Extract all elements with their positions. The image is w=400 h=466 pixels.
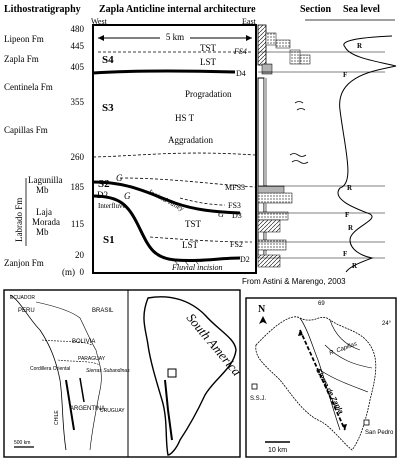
tract-lst-mid: LST	[182, 240, 199, 250]
map-paraguay: PARAGUAY	[78, 356, 106, 362]
depth-tick-480: 480	[71, 24, 85, 34]
sequence-s4: S4	[102, 54, 114, 66]
map-sierras: Sierras Subandinas	[86, 368, 130, 374]
formation-capillas: Capillas Fm	[4, 125, 48, 135]
depth-tick-115: 115	[71, 219, 85, 229]
map-brazil: BRASIL	[92, 308, 114, 314]
surface-fs4: FS4	[233, 47, 247, 56]
surface-d2-line	[92, 194, 241, 263]
map-town-right: San Pedro	[365, 430, 394, 436]
sea-level-f2: F	[345, 211, 349, 219]
local-map: N 69 24° R. Capillas Sierra de Zapla S.S…	[250, 301, 394, 454]
depth-unit: (m)	[62, 267, 75, 277]
surface-d4-line	[92, 69, 236, 75]
tract-tst-mid: TST	[185, 219, 202, 229]
tract-progradation: Progradation	[185, 89, 232, 99]
sea-level-r2: R	[347, 184, 353, 192]
surface-d4: D4	[236, 69, 246, 78]
depth-tick-405: 405	[71, 62, 85, 72]
map-peru: PERU	[18, 308, 35, 314]
sea-level-r3: R	[348, 224, 354, 232]
depth-tick-445: 445	[71, 41, 85, 51]
surface-d3: D3	[232, 211, 242, 220]
header-sea-level: Sea level	[343, 4, 380, 15]
sea-level-r1: R	[357, 42, 363, 50]
map-bolivia: BOLIVIA	[72, 339, 95, 345]
citation: From Astini & Marengo, 2003	[242, 277, 346, 286]
surface-g-interfluve: G	[124, 191, 131, 201]
tract-lst-top: LST	[200, 57, 217, 67]
sea-level-f1: F	[343, 71, 347, 79]
formation-morada: Morada	[32, 217, 60, 227]
map-chile: CHILE	[54, 410, 60, 425]
surface-fs3-line	[179, 197, 226, 206]
location-map-left: ECUADOR PERU BRASIL BOLIVIA PARAGUAY Cor…	[9, 294, 130, 451]
cross-section-frame	[92, 24, 257, 274]
label-west: West	[91, 17, 108, 26]
formation-labels: Lipeon Fm Zapla Fm Centinela Fm Capillas…	[4, 34, 63, 268]
map-argentina: ARGENTINA	[70, 406, 105, 412]
scale-arrow-5km: 5 km	[98, 32, 252, 42]
surface-mfs3-line	[119, 177, 256, 188]
depth-axis: 480 445 405 355 260 185 115 20 0 (m)	[62, 24, 85, 277]
formation-labrado: Labrado Fm	[14, 198, 24, 242]
formation-morada-mb: Mb	[36, 227, 49, 237]
header-section: Section	[300, 4, 332, 15]
formation-zanjon: Zanjon Fm	[4, 258, 44, 268]
depth-tick-260: 260	[71, 152, 85, 162]
sequence-s1: S1	[103, 234, 115, 246]
formation-lagunilla: Lagunilla	[28, 175, 63, 185]
sea-level-r4: R	[352, 262, 358, 270]
stratigraphic-column	[257, 24, 311, 268]
sea-level-f3: F	[343, 250, 347, 258]
depth-tick-355: 355	[71, 97, 85, 107]
depth-tick-0: 0	[80, 267, 85, 277]
map-right-scale: 10 km	[268, 447, 287, 454]
surface-g-lower: G	[218, 210, 224, 219]
surface-d3-line	[92, 180, 241, 215]
header-architecture: Zapla Anticline internal architecture	[99, 4, 256, 15]
north-label: N	[258, 304, 266, 315]
header-lithostratigraphy: Lithostratigraphy	[4, 4, 81, 15]
surface-aggradation-line	[92, 152, 256, 158]
surface-fs2: FS2	[230, 240, 243, 249]
map-ecuador: ECUADOR	[10, 295, 35, 301]
map-right-coord-top: 69	[318, 301, 325, 307]
tract-hst: HS T	[175, 113, 195, 123]
map-uruguay: URUGUAY	[100, 408, 125, 414]
map-cordillera: Cordillera Oriental	[30, 366, 70, 372]
sea-level-curve: R F R F R F R	[258, 19, 397, 273]
label-interfluve: Interfluve	[98, 202, 126, 210]
label-east: East	[242, 17, 257, 26]
depth-tick-185: 185	[71, 182, 85, 192]
sequence-s3: S3	[102, 102, 114, 114]
label-fluvial-incision: Fluvial incision	[171, 263, 222, 272]
surface-mfs3: MFS3	[225, 183, 245, 192]
tract-aggradation: Aggradation	[168, 135, 213, 145]
formation-centinela: Centinela Fm	[4, 82, 53, 92]
formation-lipeon: Lipeon Fm	[4, 34, 44, 44]
map-left-scale: 500 km	[14, 440, 30, 446]
surface-fs3: FS3	[228, 201, 241, 210]
map-right-lat: 24°	[382, 321, 392, 327]
scale-5km-label: 5 km	[166, 32, 184, 42]
surface-d2: D2	[240, 255, 250, 264]
formation-lagunilla-mb: Mb	[36, 185, 49, 195]
formation-laja: Laja	[36, 207, 52, 217]
tract-tst-top: TST	[200, 43, 217, 53]
surface-g-upper: G	[116, 173, 123, 183]
north-arrow-icon	[259, 316, 267, 324]
map-town-left: S.S.J.	[250, 396, 266, 402]
depth-tick-20: 20	[75, 250, 85, 260]
surface-fs2-line	[149, 236, 253, 243]
formation-zapla: Zapla Fm	[4, 54, 39, 64]
